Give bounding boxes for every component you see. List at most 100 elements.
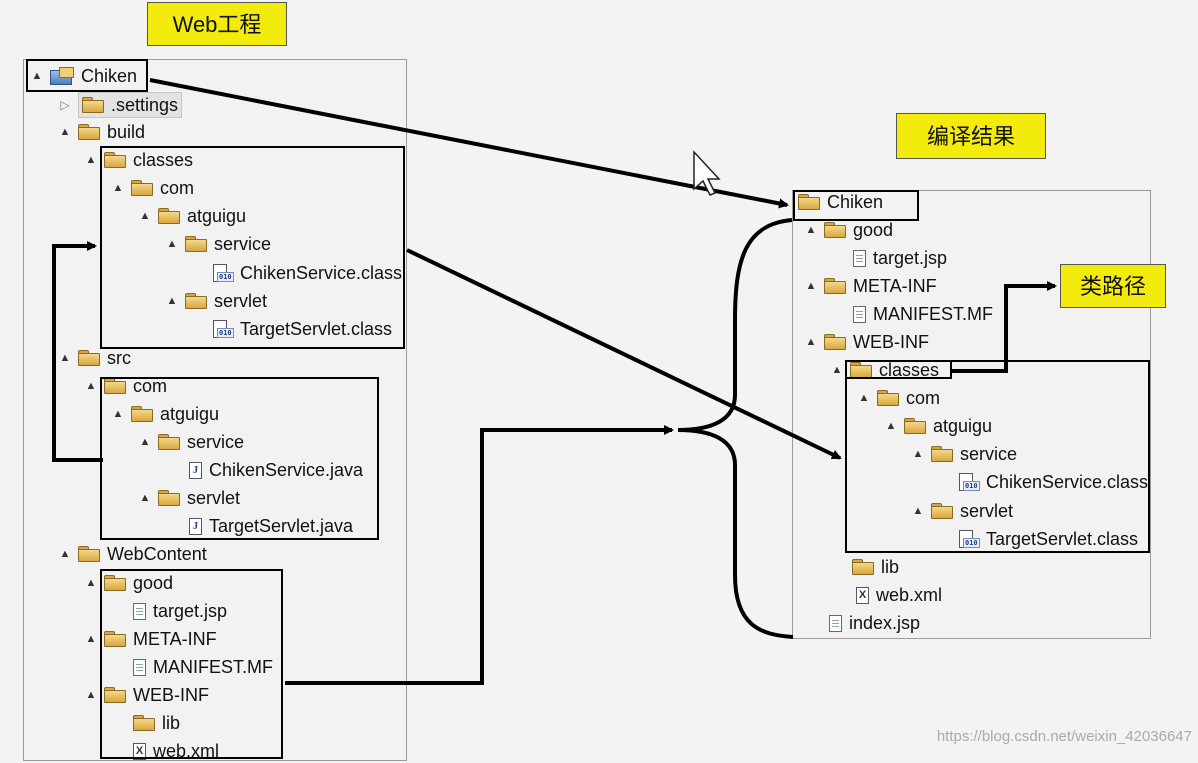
tree-item-build-service[interactable]: ▲ service [165, 232, 271, 256]
right-tree-item-manifest[interactable]: MANIFEST.MF [853, 302, 993, 326]
expanded-icon[interactable]: ▲ [805, 336, 817, 348]
tree-item-targetservlet-java[interactable]: J TargetServlet.java [189, 514, 353, 538]
tree-item-target-jsp[interactable]: target.jsp [133, 599, 227, 623]
expanded-icon[interactable]: ▲ [112, 182, 124, 194]
expanded-icon[interactable]: ▲ [831, 364, 843, 376]
expanded-icon[interactable]: ▲ [85, 154, 97, 166]
tree-item-label: .settings [111, 95, 179, 115]
tree-item-build-atguigu[interactable]: ▲ atguigu [138, 204, 247, 228]
selection-highlight: .settings [78, 92, 183, 118]
expanded-icon[interactable]: ▲ [166, 295, 178, 307]
tree-item-settings[interactable]: ▷ .settings [58, 92, 183, 118]
expanded-icon[interactable]: ▲ [139, 436, 151, 448]
jsp-file-icon [829, 614, 842, 632]
right-tree-item-service[interactable]: ▲ service [911, 442, 1017, 466]
tree-item-label: lib [881, 557, 900, 577]
expanded-icon[interactable]: ▲ [858, 392, 870, 404]
right-tree-item-web-xml[interactable]: X web.xml [856, 583, 942, 607]
class-file-icon [959, 530, 980, 548]
expanded-icon[interactable]: ▲ [912, 448, 924, 460]
expanded-icon[interactable]: ▲ [805, 224, 817, 236]
expanded-icon[interactable]: ▲ [85, 577, 97, 589]
tree-item-build-com[interactable]: ▲ com [111, 176, 194, 200]
compile-result-label: 编译结果 [896, 113, 1046, 159]
expanded-icon[interactable]: ▲ [59, 352, 71, 364]
folder-icon [104, 575, 126, 591]
right-tree-item-lib[interactable]: lib [852, 555, 899, 579]
tree-item-label: ChikenService.class [986, 472, 1149, 492]
right-tree-item-meta-inf[interactable]: ▲ META-INF [804, 274, 937, 298]
tree-item-meta-inf[interactable]: ▲ META-INF [84, 627, 217, 651]
collapsed-icon[interactable]: ▷ [60, 98, 70, 112]
tree-item-label: Chiken [827, 192, 884, 212]
tree-item-build-servlet[interactable]: ▲ servlet [165, 289, 267, 313]
folder-icon [850, 362, 872, 378]
arrow-root-to-root [149, 78, 789, 209]
expanded-icon[interactable]: ▲ [59, 548, 71, 560]
build-classes-box [100, 146, 405, 349]
tree-item-webcontent[interactable]: ▲ WebContent [58, 542, 207, 566]
folder-icon [78, 124, 100, 140]
tree-item-label: Chiken [81, 66, 138, 86]
folder-icon [852, 559, 874, 575]
right-tree-item-atguigu[interactable]: ▲ atguigu [884, 414, 993, 438]
expanded-icon[interactable]: ▲ [59, 126, 71, 138]
class-file-icon [213, 264, 234, 282]
tree-item-good[interactable]: ▲ good [84, 571, 174, 595]
right-tree-item-servlet[interactable]: ▲ servlet [911, 499, 1013, 523]
folder-icon [824, 222, 846, 238]
java-file-icon: J [189, 461, 202, 479]
expanded-icon[interactable]: ▲ [85, 633, 97, 645]
tree-item-chiken-project[interactable]: ▲ Chiken [30, 64, 137, 88]
folder-icon [877, 390, 899, 406]
right-tree-item-index-jsp[interactable]: index.jsp [829, 611, 920, 635]
tree-item-lib[interactable]: lib [133, 711, 180, 735]
tree-item-build-classes[interactable]: ▲ classes [84, 148, 193, 172]
expanded-icon[interactable]: ▲ [139, 210, 151, 222]
right-tree-item-classes[interactable]: ▲ classes [830, 358, 939, 382]
tree-item-label: TargetServlet.java [209, 516, 354, 536]
expanded-icon[interactable]: ▲ [31, 70, 43, 82]
tree-item-targetservlet-class[interactable]: TargetServlet.class [213, 317, 392, 341]
expanded-icon[interactable]: ▲ [112, 408, 124, 420]
tree-item-src-com[interactable]: ▲ com [84, 374, 167, 398]
folder-icon [931, 503, 953, 519]
brace-curve [677, 218, 794, 639]
tree-item-manifest[interactable]: MANIFEST.MF [133, 655, 273, 679]
right-tree-item-chiken[interactable]: Chiken [798, 190, 883, 214]
expanded-icon[interactable]: ▲ [85, 689, 97, 701]
expanded-icon[interactable]: ▲ [139, 492, 151, 504]
arrow-classes-to-classes [406, 248, 842, 460]
tree-item-src[interactable]: ▲ src [58, 346, 131, 370]
tree-item-src-service[interactable]: ▲ service [138, 430, 244, 454]
right-tree-item-com[interactable]: ▲ com [857, 386, 940, 410]
class-file-icon [959, 473, 980, 491]
expanded-icon[interactable]: ▲ [85, 380, 97, 392]
arrow-src-to-classes [52, 241, 103, 462]
right-tree-item-target-jsp[interactable]: target.jsp [853, 246, 947, 270]
tree-item-label: TargetServlet.class [986, 529, 1139, 549]
expanded-icon[interactable]: ▲ [166, 238, 178, 250]
right-tree-item-web-inf[interactable]: ▲ WEB-INF [804, 330, 929, 354]
folder-icon [824, 278, 846, 294]
folder-icon [133, 715, 155, 731]
tree-item-label: ChikenService.java [209, 460, 364, 480]
tree-item-chikenservice-class[interactable]: ChikenService.class [213, 261, 402, 285]
tree-item-label: good [853, 220, 894, 240]
folder-icon [904, 418, 926, 434]
tree-item-src-atguigu[interactable]: ▲ atguigu [111, 402, 220, 426]
tree-item-label: servlet [214, 291, 268, 311]
tree-item-chikenservice-java[interactable]: J ChikenService.java [189, 458, 363, 482]
tree-item-label: lib [162, 713, 181, 733]
expanded-icon[interactable]: ▲ [885, 420, 897, 432]
right-tree-item-chikenservice-class[interactable]: ChikenService.class [959, 470, 1148, 494]
expanded-icon[interactable]: ▲ [805, 280, 817, 292]
right-tree-item-targetservlet-class[interactable]: TargetServlet.class [959, 527, 1138, 551]
folder-icon [158, 490, 180, 506]
tree-item-label: com [133, 376, 168, 396]
tree-item-web-inf[interactable]: ▲ WEB-INF [84, 683, 209, 707]
tree-item-src-servlet[interactable]: ▲ servlet [138, 486, 240, 510]
tree-item-build[interactable]: ▲ build [58, 120, 145, 144]
expanded-icon[interactable]: ▲ [912, 505, 924, 517]
right-tree-item-good[interactable]: ▲ good [804, 218, 894, 242]
